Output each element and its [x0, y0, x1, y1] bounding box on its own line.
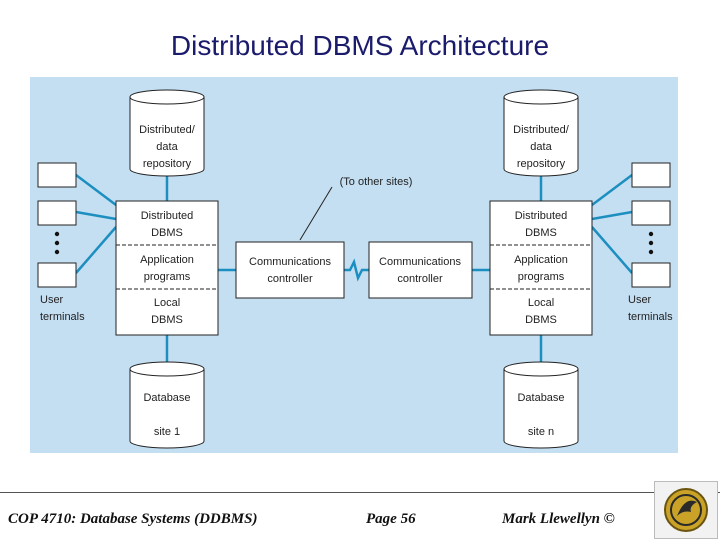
- svg-text:DBMS: DBMS: [525, 227, 557, 239]
- svg-text:Distributed/: Distributed/: [513, 124, 570, 136]
- footer-author: Mark Llewellyn ©: [502, 511, 615, 527]
- svg-text:repository: repository: [517, 158, 566, 170]
- svg-text:Distributed/: Distributed/: [139, 124, 196, 136]
- university-logo: [654, 481, 718, 539]
- svg-text:Database: Database: [143, 392, 190, 404]
- svg-text:data: data: [156, 141, 178, 153]
- svg-text:Communications: Communications: [379, 256, 461, 268]
- footer-page-number: Page 56: [366, 511, 416, 527]
- svg-text:User: User: [40, 294, 64, 306]
- svg-text:Database: Database: [517, 392, 564, 404]
- svg-text:programs: programs: [144, 271, 191, 283]
- svg-text:data: data: [530, 141, 552, 153]
- svg-text:controller: controller: [267, 273, 313, 285]
- svg-text:Application: Application: [514, 254, 568, 266]
- architecture-diagram: (To other sites) User terminals User ter…: [37, 89, 673, 449]
- comm-connectors: [218, 258, 490, 282]
- svg-text:Distributed: Distributed: [141, 210, 194, 222]
- user-terminal-connectors: [75, 174, 633, 274]
- svg-text:repository: repository: [143, 158, 192, 170]
- svg-text:Distributed: Distributed: [515, 210, 568, 222]
- left-user-terminals: User terminals: [37, 162, 85, 323]
- svg-text:Communications: Communications: [249, 256, 331, 268]
- footer-course: COP 4710: Database Systems (DDBMS): [8, 511, 258, 527]
- network-label: (To other sites): [340, 176, 413, 188]
- left-dbms-stack: Distributed DBMS Application programs Lo…: [115, 200, 219, 336]
- network-pointer-line: [299, 186, 333, 241]
- svg-text:DBMS: DBMS: [525, 314, 557, 326]
- svg-text:site 1: site 1: [154, 426, 180, 438]
- slide-footer: COP 4710: Database Systems (DDBMS) Page …: [0, 492, 720, 541]
- svg-text:User: User: [628, 294, 652, 306]
- svg-text:Local: Local: [154, 297, 180, 309]
- right-communications-controller: Communications controller: [368, 241, 473, 299]
- left-communications-controller: Communications controller: [235, 241, 345, 299]
- svg-text:DBMS: DBMS: [151, 314, 183, 326]
- slide-title: Distributed DBMS Architecture: [170, 30, 550, 61]
- right-dbms-stack: Distributed DBMS Application programs Lo…: [489, 200, 593, 336]
- svg-text:Application: Application: [140, 254, 194, 266]
- pegasus-logo-icon: [664, 488, 708, 532]
- left-database-cylinder: Database site 1: [129, 361, 205, 449]
- svg-text:site n: site n: [528, 426, 554, 438]
- svg-text:terminals: terminals: [628, 311, 673, 323]
- svg-text:DBMS: DBMS: [151, 227, 183, 239]
- right-repository-cylinder: Distributed/ data repository: [503, 89, 579, 177]
- left-repository-cylinder: Distributed/ data repository: [129, 89, 205, 177]
- right-database-cylinder: Database site n: [503, 361, 579, 449]
- svg-text:controller: controller: [397, 273, 443, 285]
- svg-text:programs: programs: [518, 271, 565, 283]
- diagram-panel: (To other sites) User terminals User ter…: [30, 77, 678, 453]
- right-user-terminals: User terminals: [628, 162, 673, 323]
- svg-text:terminals: terminals: [40, 311, 85, 323]
- svg-text:Local: Local: [528, 297, 554, 309]
